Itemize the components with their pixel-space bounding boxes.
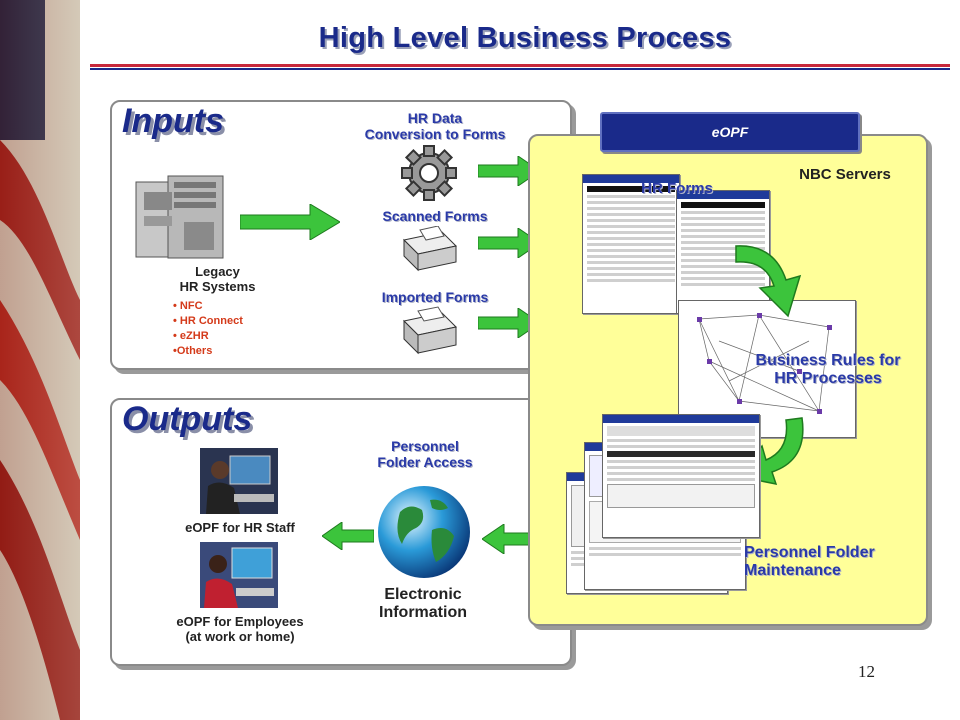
eopf-tab: eOPF — [600, 112, 860, 152]
title-rule — [90, 64, 950, 67]
electronic-info-label: Electronic Information — [379, 586, 467, 621]
hr-staff-photo — [200, 448, 278, 519]
business-rules-label: Business Rules for HR Processes — [755, 352, 901, 387]
gear-icon — [398, 145, 460, 206]
server-icon — [128, 172, 228, 269]
inputs-heading: Inputs — [122, 102, 224, 140]
page-number: 12 — [858, 662, 875, 681]
title-rule-secondary — [90, 68, 950, 70]
arrow-left-icon — [321, 521, 375, 555]
nbc-servers-label: NBC Servers — [799, 166, 891, 183]
app-window — [602, 414, 760, 538]
arrow-right-icon — [239, 203, 341, 245]
printer-icon — [398, 305, 460, 362]
legacy-systems-label: Legacy HR Systems — [179, 264, 256, 294]
hr-forms-label: HR Forms — [641, 180, 713, 197]
outputs-heading: Outputs — [122, 400, 253, 438]
maintenance-label: Personnel Folder Maintenance — [744, 544, 875, 579]
page-title: High Level Business Process — [318, 22, 732, 54]
legacy-item: •Others — [173, 345, 213, 357]
hr-staff-label: eOPF for HR Staff — [185, 520, 295, 535]
scanner-icon — [398, 225, 460, 279]
flag-decoration — [0, 0, 80, 720]
legacy-item: • NFC — [173, 300, 203, 312]
legacy-item: • eZHR — [173, 330, 209, 342]
imported-forms-label: Imported Forms — [381, 289, 489, 305]
globe-icon — [376, 484, 472, 585]
legacy-list: • NFC • HR Connect • eZHR •Others — [173, 300, 243, 357]
employees-label: eOPF for Employees (at work or home) — [176, 614, 304, 644]
employees-photo — [200, 542, 278, 613]
scanned-forms-label: Scanned Forms — [382, 208, 488, 224]
legacy-item: • HR Connect — [173, 315, 243, 327]
curved-arrow-icon — [730, 240, 820, 335]
hr-data-label: HR Data Conversion to Forms — [364, 110, 506, 142]
folder-access-label: Personnel Folder Access — [377, 438, 473, 470]
